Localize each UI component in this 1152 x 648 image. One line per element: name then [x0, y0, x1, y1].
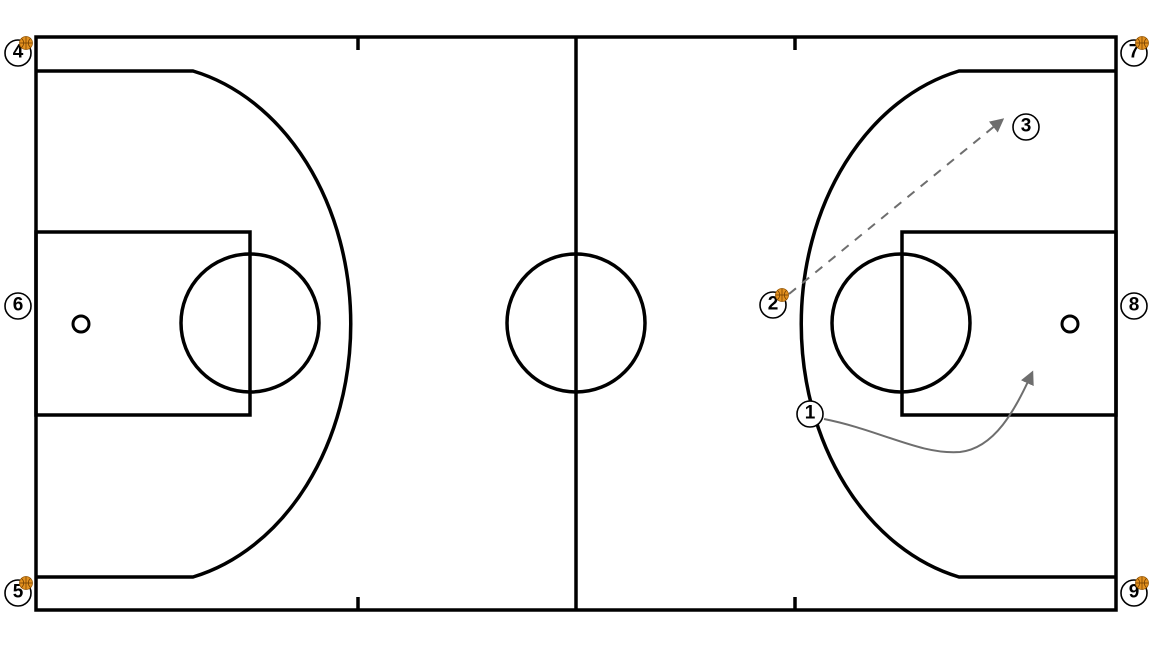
basketball-icon — [1135, 576, 1149, 590]
player-1[interactable]: 1 — [796, 400, 824, 428]
player-3[interactable]: 3 — [1012, 113, 1040, 141]
player-label: 2 — [768, 294, 779, 315]
player-label: 9 — [1129, 582, 1140, 603]
player-label: 8 — [1129, 295, 1140, 316]
free-throw-circle-left — [179, 252, 321, 394]
player-6[interactable]: 6 — [4, 292, 32, 320]
key-left — [34, 230, 252, 417]
player-label: 6 — [13, 295, 24, 316]
basket-right — [1060, 314, 1080, 334]
basketball-icon — [775, 288, 789, 302]
pass-arrow-2-to-3 — [788, 118, 1005, 295]
key-right — [900, 230, 1118, 417]
player-8[interactable]: 8 — [1120, 292, 1148, 320]
basketball-icon — [1135, 36, 1149, 50]
player-label: 7 — [1129, 42, 1140, 63]
cut-arrow-player-1 — [823, 370, 1034, 454]
basketball-icon — [19, 576, 33, 590]
player-7[interactable]: 7 — [1120, 36, 1149, 67]
player-4[interactable]: 4 — [4, 36, 33, 67]
three-point-line-left — [36, 69, 353, 579]
free-throw-circle-right — [830, 252, 972, 394]
three-point-line-right — [799, 69, 1116, 579]
basket-left — [71, 314, 91, 334]
player-label: 4 — [13, 42, 24, 63]
player-label: 1 — [805, 403, 816, 424]
player-5[interactable]: 5 — [4, 576, 33, 607]
basketball-icon — [19, 36, 33, 50]
player-label: 5 — [13, 582, 24, 603]
player-label: 3 — [1021, 116, 1032, 137]
player-9[interactable]: 9 — [1120, 576, 1149, 607]
player-2[interactable]: 2 — [759, 288, 789, 319]
center-circle — [505, 252, 647, 394]
